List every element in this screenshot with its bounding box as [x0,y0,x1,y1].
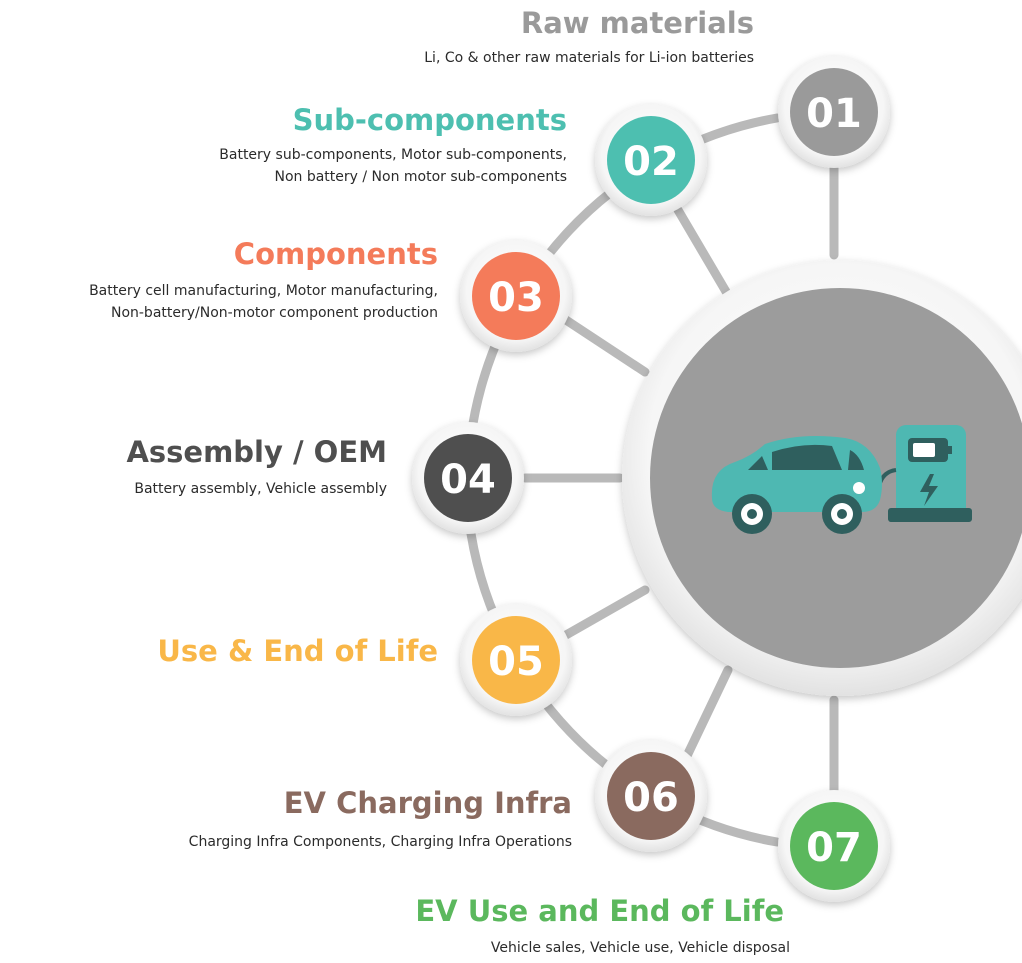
step-title-04: Assembly / OEM [126,435,387,469]
step-circle-02: 02 [595,104,707,216]
step-number-06: 06 [623,775,679,821]
center-hub [622,260,1022,696]
step-title-07: EV Use and End of Life [415,894,784,928]
step-desc-06: Charging Infra Components, Charging Infr… [188,834,572,850]
step-desc-04: Battery assembly, Vehicle assembly [134,481,387,497]
step-circle-05: 05 [460,604,572,716]
step-title-06: EV Charging Infra [283,786,572,820]
step-number-07: 07 [806,825,862,871]
step-desc-02-line1: Battery sub-components, Motor sub-compon… [219,147,567,163]
step-title-02: Sub-components [292,103,567,137]
spoke-03 [561,315,650,377]
step-number-05: 05 [488,639,544,685]
electric-car-charging-icon [711,425,972,534]
step-desc-01: Li, Co & other raw materials for Li-ion … [424,50,754,66]
spoke-05 [561,585,650,640]
step-desc-03-line1: Battery cell manufacturing, Motor manufa… [89,283,438,299]
step-circle-01: 01 [778,56,890,168]
step-circle-04: 04 [412,422,524,534]
step-number-04: 04 [440,457,496,503]
step-title-05: Use & End of Life [157,634,438,668]
spoke-02 [673,205,733,300]
step-desc-07: Vehicle sales, Vehicle use, Vehicle disp… [490,940,790,956]
step-circles: 01 02 03 04 05 [412,56,890,902]
step-number-03: 03 [488,275,544,321]
step-circle-07: 07 [778,790,890,902]
step-number-01: 01 [806,91,862,137]
step-circle-06: 06 [595,740,707,852]
step-title-01: Raw materials [520,6,754,40]
step-desc-03-line2: Non-battery/Non-motor component producti… [110,305,438,321]
step-number-02: 02 [623,139,679,185]
spoke-06 [680,665,733,765]
step-circle-03: 03 [460,240,572,352]
step-title-03: Components [233,237,438,271]
step-desc-02-line2: Non battery / Non motor sub-components [274,169,567,185]
